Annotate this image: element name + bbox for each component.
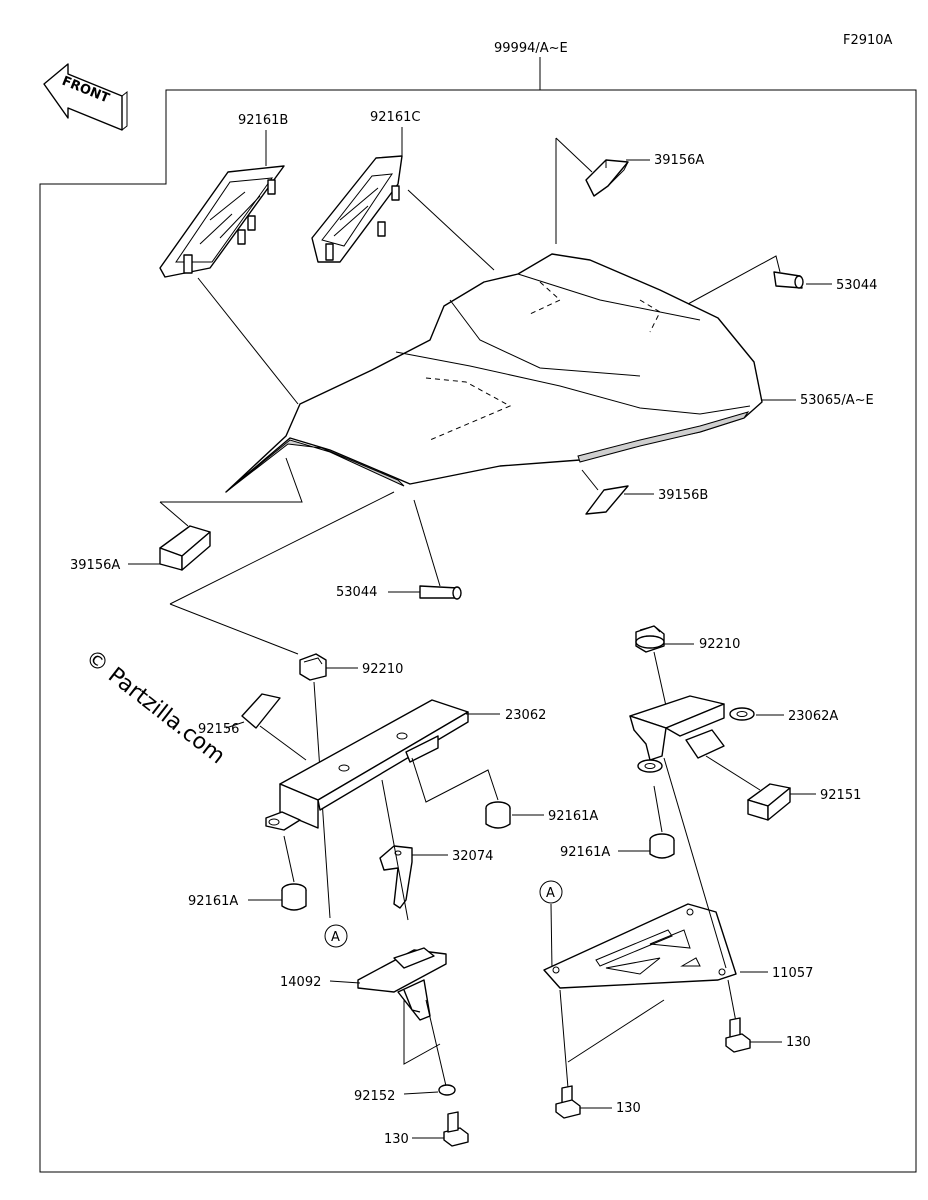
pad-right-link xyxy=(705,755,761,791)
washer-label: 92152 xyxy=(354,1089,395,1104)
figure-code: F2910A xyxy=(843,33,893,48)
pad-left-label: 39156A xyxy=(70,558,120,573)
pad-middle xyxy=(585,485,629,515)
damper-right xyxy=(649,833,675,859)
pad-top-link xyxy=(555,137,593,244)
plate-label: 11057 xyxy=(772,966,813,981)
holder-lower-leader xyxy=(329,980,361,984)
seat-cover-label: 53065/A~E xyxy=(800,393,874,408)
plate xyxy=(543,903,737,989)
bolt-center-label: 130 xyxy=(616,1101,641,1116)
plate-link xyxy=(663,757,727,969)
stay-label: 32074 xyxy=(452,849,493,864)
marker-a-left xyxy=(324,924,348,948)
marker-a-right-label: A xyxy=(546,886,555,901)
watermark: © Partzilla.com xyxy=(80,645,229,769)
cover-holder-left-label: 92161B xyxy=(238,113,288,128)
holder-lower xyxy=(357,947,447,1021)
pad-small-label: 92156 xyxy=(198,722,239,737)
pad-left-link xyxy=(159,457,303,527)
front-arrow: FRONT xyxy=(43,63,128,131)
nut-right-label: 92210 xyxy=(699,637,740,652)
pad-middle-label: 39156B xyxy=(658,488,708,503)
holder-lower-label: 14092 xyxy=(280,975,321,990)
diagonal-link xyxy=(169,491,395,655)
damper-right-link xyxy=(653,785,663,833)
seat-cover xyxy=(225,253,763,493)
pad-right-label: 92151 xyxy=(820,788,861,803)
holder-lower-link xyxy=(403,999,447,1087)
damper-left-upper-link xyxy=(411,757,499,803)
nut-left xyxy=(299,653,327,681)
cover-holder-right xyxy=(311,155,403,263)
clip-right-label: 53044 xyxy=(836,278,877,293)
clip-right-link xyxy=(687,255,781,305)
cover-holder-left-link xyxy=(197,277,299,405)
plate-bolt-right-link xyxy=(727,979,737,1023)
pad-top xyxy=(585,159,629,197)
washer-leader xyxy=(403,1091,439,1095)
kit-label: 99994/A~E xyxy=(494,41,568,56)
plate-bolt-link xyxy=(559,989,665,1089)
cover-holder-left xyxy=(159,165,285,278)
damper-left-lower xyxy=(281,883,307,911)
damper-left-upper-label: 92161A xyxy=(548,809,598,824)
washer xyxy=(438,1084,456,1096)
marker-a-right-link xyxy=(550,903,553,971)
clip-right xyxy=(773,271,804,289)
pad-small-leader xyxy=(225,721,245,729)
clip-left-link xyxy=(413,499,441,587)
pad-small-link xyxy=(259,725,307,761)
bolt-right xyxy=(725,1017,751,1053)
bolt-lower xyxy=(443,1111,469,1147)
bracket-left xyxy=(265,699,469,831)
pad-top-label: 39156A xyxy=(654,153,704,168)
nut-right xyxy=(635,625,665,653)
marker-a-right xyxy=(539,880,563,904)
kit-frame xyxy=(39,89,917,1173)
bracket-left-label: 23062 xyxy=(505,708,546,723)
clip-left-label: 53044 xyxy=(336,585,377,600)
marker-a-left-label: A xyxy=(331,930,340,945)
bracket-right xyxy=(629,695,755,773)
damper-left-lower-link xyxy=(283,835,295,883)
stay xyxy=(379,845,413,909)
clip-left xyxy=(419,585,462,600)
bolt-right-label: 130 xyxy=(786,1035,811,1050)
bolt-center xyxy=(555,1085,581,1119)
damper-left-upper xyxy=(485,801,511,829)
nut-left-label: 92210 xyxy=(362,662,403,677)
stay-link xyxy=(381,779,409,921)
pad-left xyxy=(159,525,211,571)
bolt-lower-label: 130 xyxy=(384,1132,409,1147)
pad-middle-link xyxy=(581,469,599,491)
cover-holder-right-link xyxy=(407,189,495,271)
damper-left-lower-label: 92161A xyxy=(188,894,238,909)
cover-holder-right-label: 92161C xyxy=(370,110,420,125)
nut-right-link xyxy=(653,651,667,707)
bracket-right-label: 23062A xyxy=(788,709,838,724)
damper-right-label: 92161A xyxy=(560,845,610,860)
pad-small xyxy=(241,693,281,729)
pad-right xyxy=(747,783,791,821)
